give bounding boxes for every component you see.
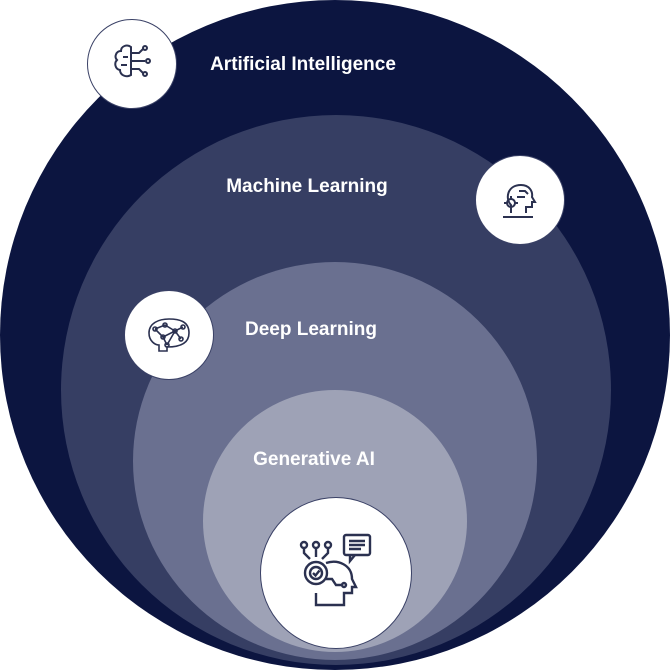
- dl-label: Deep Learning: [245, 319, 377, 340]
- generative-ai-head-chat-icon: [299, 533, 372, 607]
- genai-label: Generative AI: [253, 449, 375, 470]
- brain-circuit-icon: [114, 44, 151, 78]
- ai-head-gear-icon: [503, 183, 537, 218]
- ai-label: Artificial Intelligence: [210, 54, 396, 75]
- ai-icon-badge: [87, 19, 177, 109]
- ml-icon-badge: [475, 155, 565, 245]
- ml-label: Machine Learning: [226, 176, 388, 197]
- neural-network-brain-icon: [148, 318, 190, 352]
- dl-icon-badge: [124, 290, 214, 380]
- genai-icon-badge: [260, 497, 412, 649]
